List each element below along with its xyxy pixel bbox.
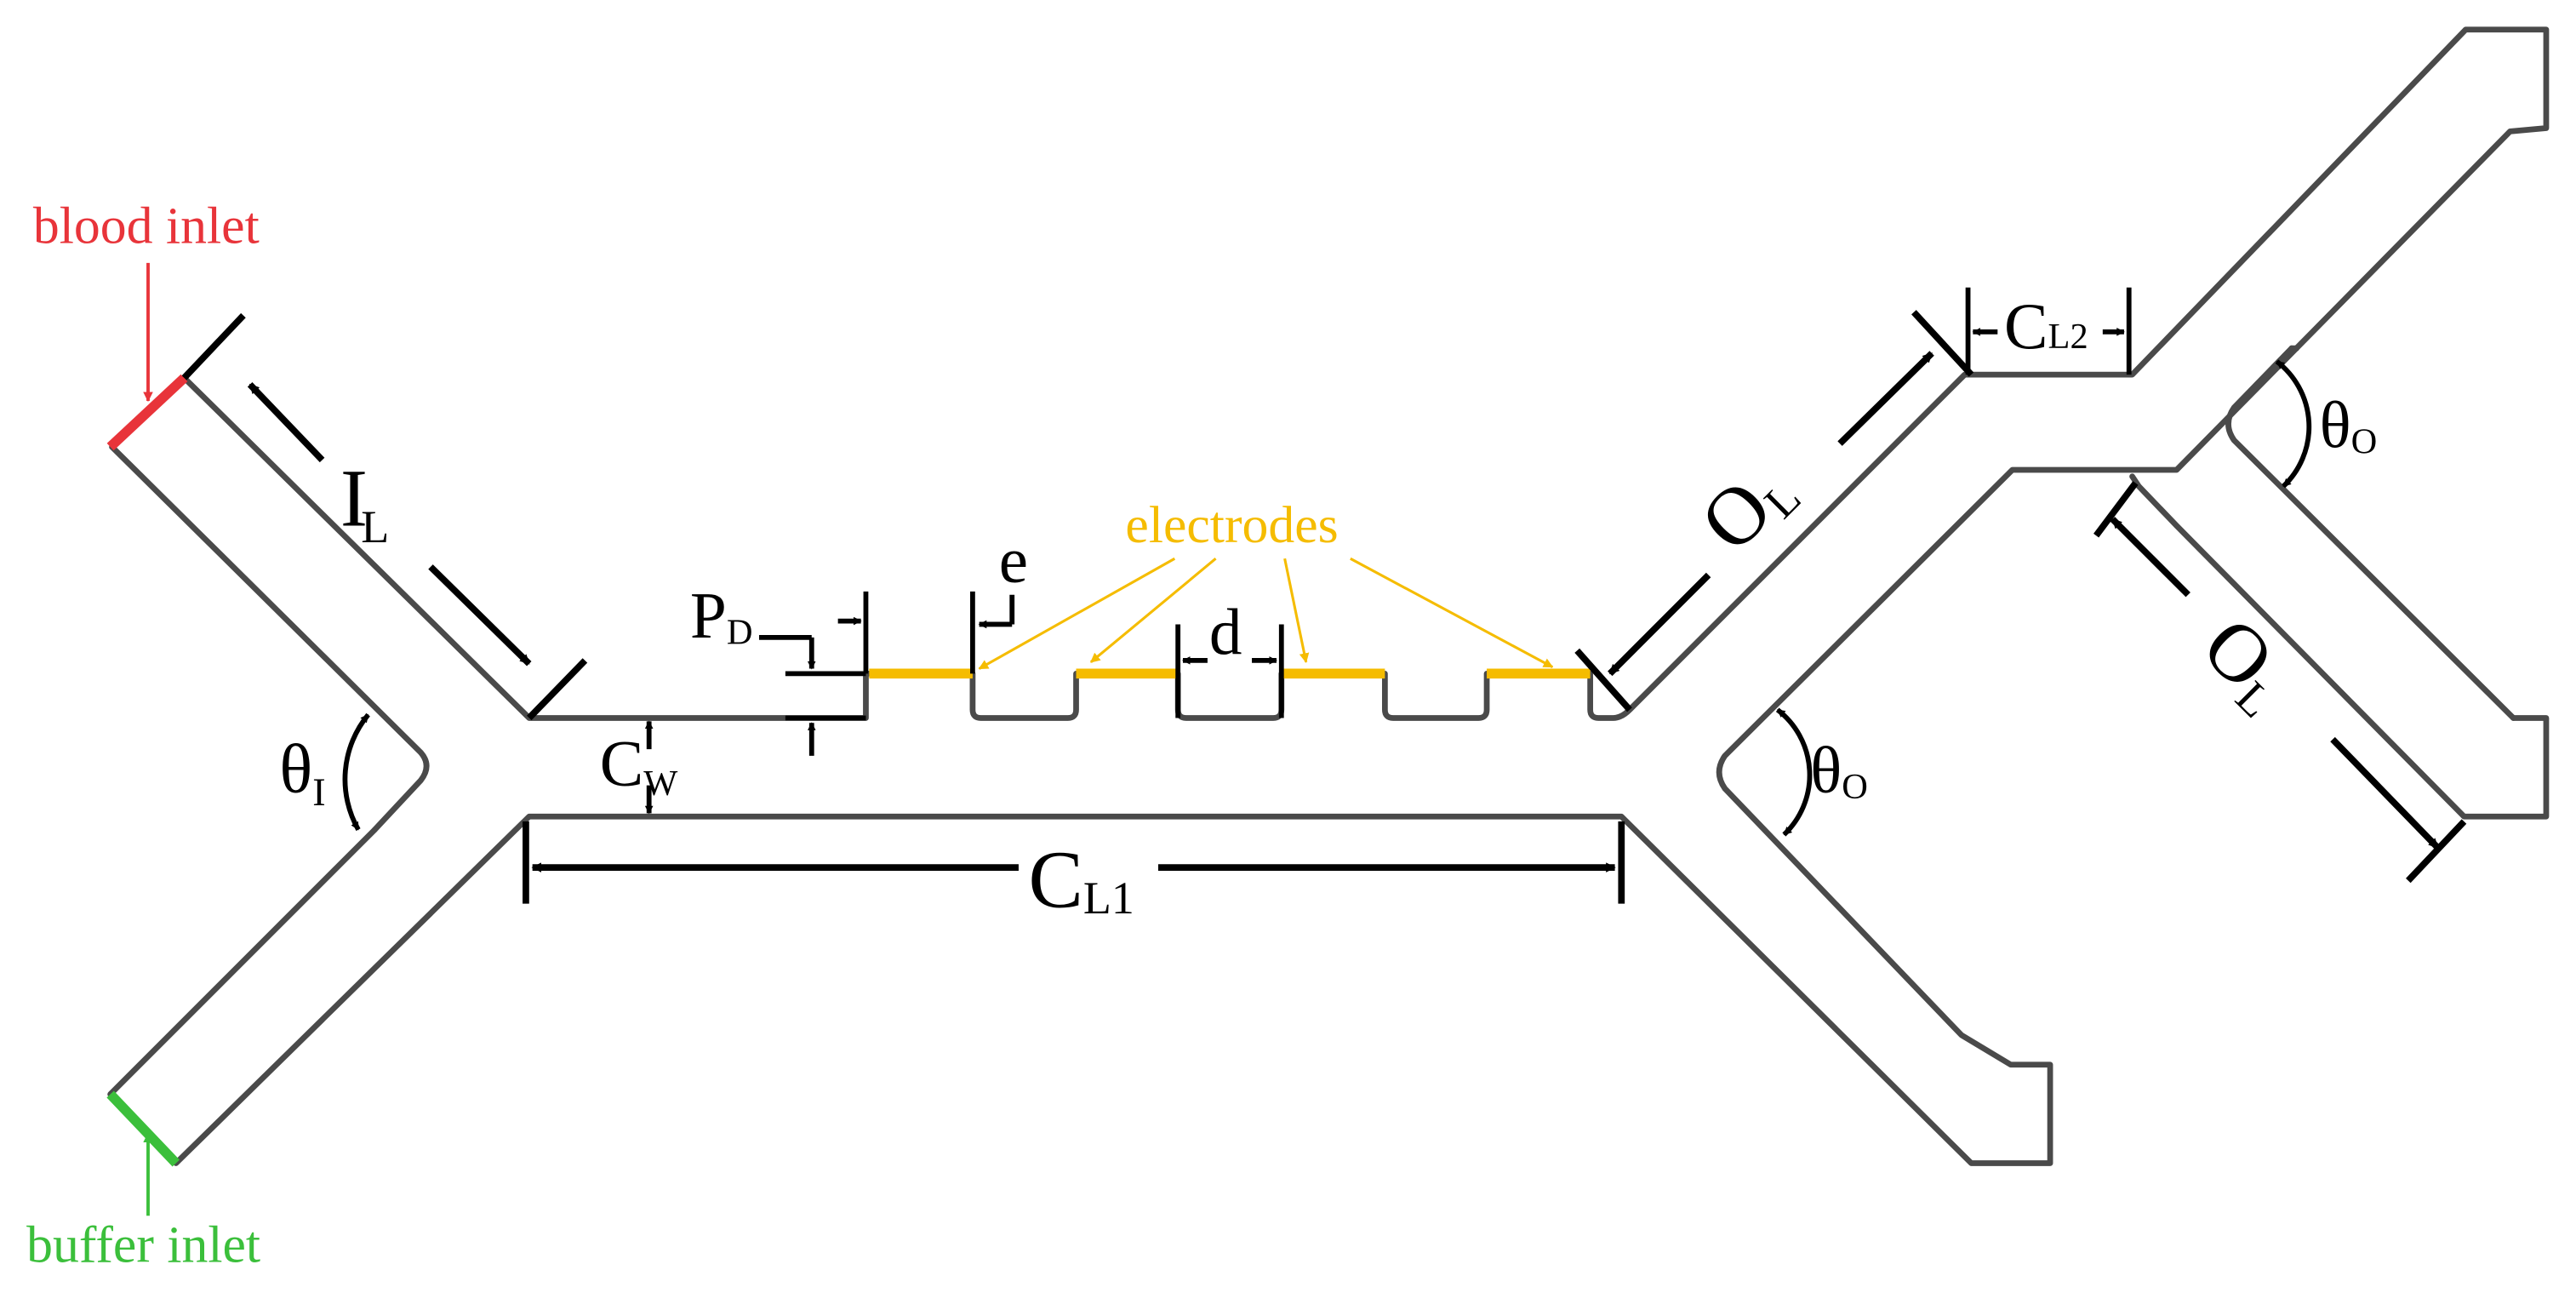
dimension-thetaO-lower: θO	[1775, 707, 1868, 837]
dimension-e: e	[970, 523, 1028, 674]
IL-label: IL	[340, 453, 389, 552]
dimension-OL-upper: OL	[1574, 310, 1974, 712]
CW-label: CW	[600, 727, 678, 804]
dimension-OL-lower: OL	[2093, 481, 2467, 884]
electrode-pointers	[978, 557, 1554, 670]
CL2-label: CL2	[2004, 289, 2088, 363]
thetaO-upper-label: θO	[2320, 388, 2378, 462]
channel-outlet-right-wall	[2129, 473, 2550, 820]
CL1-label: CL1	[1029, 833, 1134, 924]
electrode-pointer-1	[978, 557, 1176, 670]
channel-outline	[107, 26, 2550, 1166]
electrodes-label: electrodes	[1125, 496, 1338, 554]
dimension-IL: IL	[181, 312, 588, 721]
electrode-pointer-4	[1350, 557, 1554, 668]
dimension-CL1: CL1	[523, 821, 1625, 924]
dimension-d: d	[1175, 595, 1284, 718]
thetaI-label: θI	[279, 730, 325, 814]
dimension-CW: CW	[600, 720, 678, 815]
dimension-CL2: CL2	[1965, 287, 2132, 375]
blood-inlet-label: blood inlet	[33, 197, 260, 255]
buffer-inlet-marker	[106, 1090, 180, 1167]
dimension-thetaO-upper: θO	[2275, 359, 2378, 489]
thetaO-lower-label: θO	[1810, 733, 1868, 807]
dimension-PD: PD	[690, 579, 869, 756]
channel-inlet-divider	[109, 443, 430, 833]
electrode-pointer-3	[1283, 558, 1310, 663]
d-label: d	[1209, 595, 1242, 668]
buffer-inlet-label: buffer inlet	[26, 1216, 260, 1273]
channel-top-wall	[173, 26, 2550, 1166]
OL-lower-label: OL	[2184, 599, 2311, 727]
blood-inlet-marker	[106, 374, 188, 451]
electrode-pointer-2	[1089, 558, 1217, 664]
dimension-thetaI: θI	[279, 712, 370, 832]
e-label: e	[999, 523, 1028, 596]
channel-outlet-divider	[2225, 345, 2516, 721]
channel-inlet-lower-outer	[107, 827, 378, 1097]
PD-label: PD	[690, 579, 753, 653]
